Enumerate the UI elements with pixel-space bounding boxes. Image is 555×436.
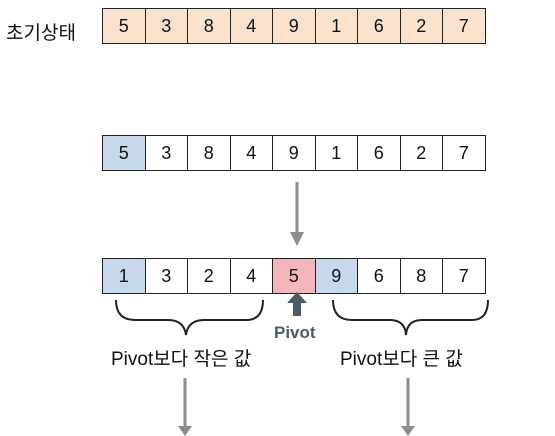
right-down-arrow-icon	[401, 378, 415, 436]
left-down-arrow-icon	[178, 378, 192, 436]
before-cell-0: 5	[102, 135, 146, 171]
initial-cell-6: 6	[357, 8, 401, 44]
down-arrow-icon	[290, 182, 304, 246]
after-cell-8: 7	[442, 258, 486, 294]
right-group-label: Pivot보다 큰 값	[340, 349, 463, 370]
pivot-label: Pivot	[274, 323, 316, 342]
after-cell-4: 5	[272, 258, 316, 294]
initial-cell-3: 4	[229, 8, 273, 44]
left-group-brace	[115, 299, 264, 336]
initial-cell-8: 7	[442, 8, 486, 44]
before-cell-8: 7	[442, 135, 486, 171]
after-cell-0: 1	[102, 258, 146, 294]
after-cell-5: 9	[314, 258, 358, 294]
left-group-label: Pivot보다 작은 값	[111, 349, 252, 370]
initial-cell-4: 9	[272, 8, 316, 44]
right-group-brace	[332, 299, 489, 336]
initial-state-label: 초기상태	[6, 23, 76, 44]
initial-cell-5: 1	[314, 8, 358, 44]
initial-cell-2: 8	[187, 8, 231, 44]
pivot-up-arrow-icon	[287, 292, 307, 316]
